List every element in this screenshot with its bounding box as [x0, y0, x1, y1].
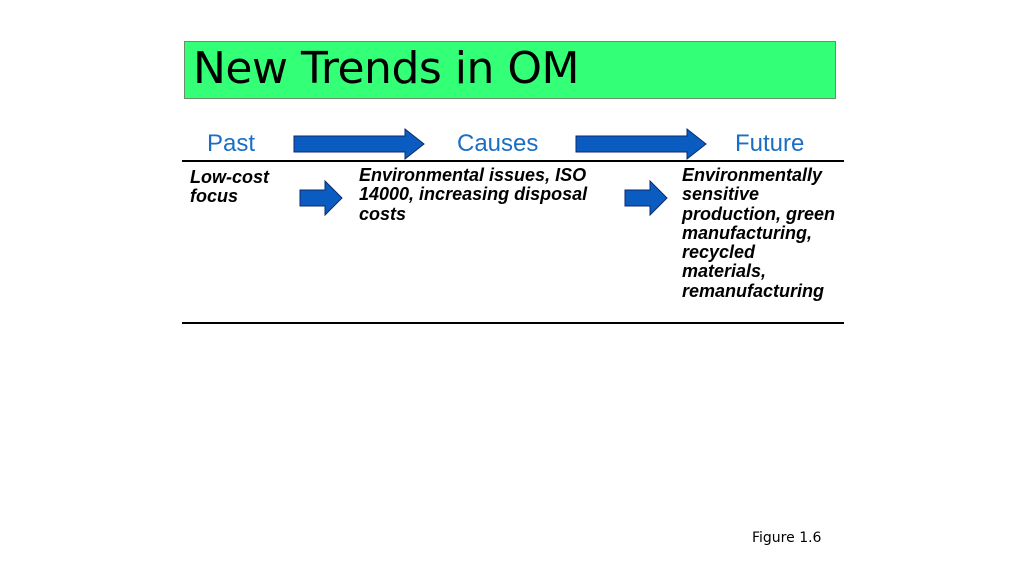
row-arrow-past-to-causes [299, 179, 343, 217]
slide-title: New Trends in OM [193, 43, 579, 94]
header-arrow-causes-to-future [575, 127, 707, 161]
table-bottom-rule [182, 322, 844, 324]
header-causes: Causes [457, 130, 539, 157]
past-cell: Low-cost focus [190, 167, 269, 207]
figure-caption: Figure 1.6 [752, 530, 822, 546]
header-arrow-past-to-causes [293, 127, 425, 161]
title-box: New Trends in OM [184, 41, 836, 99]
header-past: Past [207, 130, 256, 157]
row-arrow-causes-to-future [624, 179, 668, 217]
future-cell: Environmentally sensitive production, gr… [682, 165, 835, 301]
header-future: Future [735, 130, 805, 157]
causes-cell: Environmental issues, ISO 14000, increas… [359, 165, 588, 224]
table-top-rule [182, 160, 844, 162]
